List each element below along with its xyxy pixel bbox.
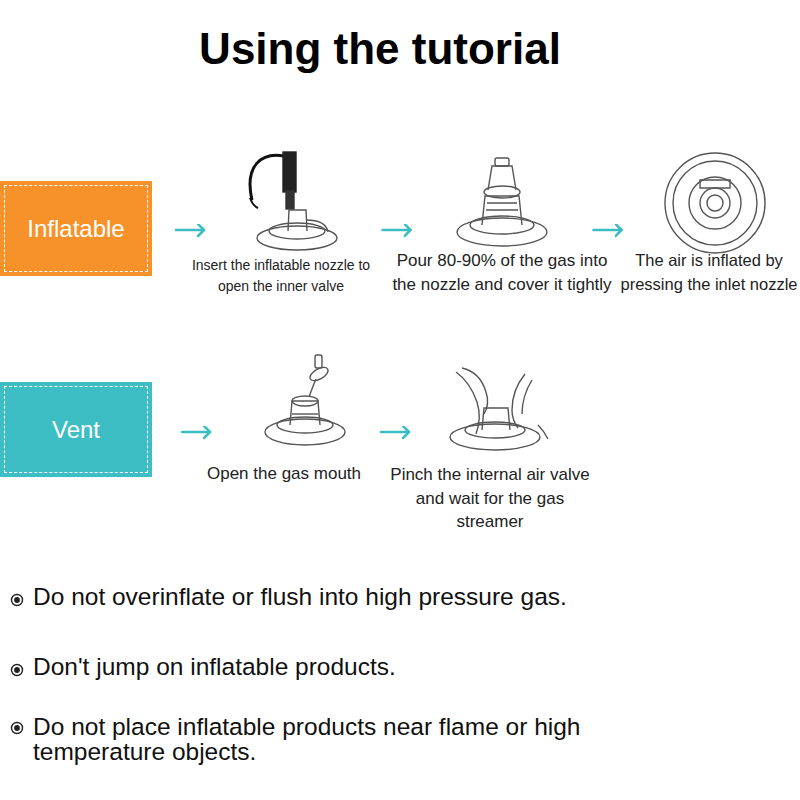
note-text: Do not overinflate or flush into high pr…	[33, 584, 793, 609]
category-label: Vent	[52, 416, 100, 444]
bullet-symbols	[12, 595, 23, 734]
bullet-mark	[12, 595, 23, 606]
step-caption: Pinch the internal air valve and wait fo…	[390, 463, 590, 534]
pinching-hands-sketch	[450, 368, 548, 450]
bullet-mark	[15, 598, 19, 602]
step-caption: The air is inflated by pressing the inle…	[620, 249, 798, 296]
flow-arrow	[381, 431, 409, 434]
category-box: Vent	[0, 382, 152, 477]
step-node: The air is inflated by pressing the inle…	[660, 152, 770, 252]
step-caption: Pour 80-90% of the gas into the nozzle a…	[389, 249, 615, 296]
diagram-title: Using the tutorial	[0, 24, 760, 74]
bullet-mark	[15, 668, 19, 672]
bullet-mark	[12, 665, 23, 676]
bullet-mark	[12, 723, 23, 734]
step-node: Pour 80-90% of the gas into the nozzle a…	[455, 152, 555, 250]
note-text: Don't jump on inflatable products.	[33, 654, 793, 679]
step-caption: Open the gas mouth	[184, 462, 384, 486]
capped-valve-sketch	[457, 158, 547, 246]
category-label: Inflatable	[27, 215, 124, 243]
step-caption: Insert the inflatable nozzle to open the…	[185, 255, 377, 297]
valve-top-view-sketch	[665, 153, 765, 253]
step-node: Pinch the internal air valve and wait fo…	[440, 368, 550, 453]
open-valve-sketch	[265, 355, 345, 445]
note-text: Do not place inflatable products near fl…	[33, 714, 643, 764]
step-illustrations	[250, 152, 765, 450]
flow-arrow	[594, 229, 622, 232]
flow-arrow	[383, 229, 411, 232]
step-node: Insert the inflatable nozzle to open the…	[228, 150, 338, 255]
pump-nozzle-sketch	[250, 152, 337, 250]
flow-arrow	[182, 431, 210, 434]
flow-arrow	[176, 229, 204, 232]
step-node: Open the gas mouth	[240, 352, 350, 452]
bullet-mark	[15, 726, 19, 730]
category-box: Inflatable	[0, 181, 152, 276]
